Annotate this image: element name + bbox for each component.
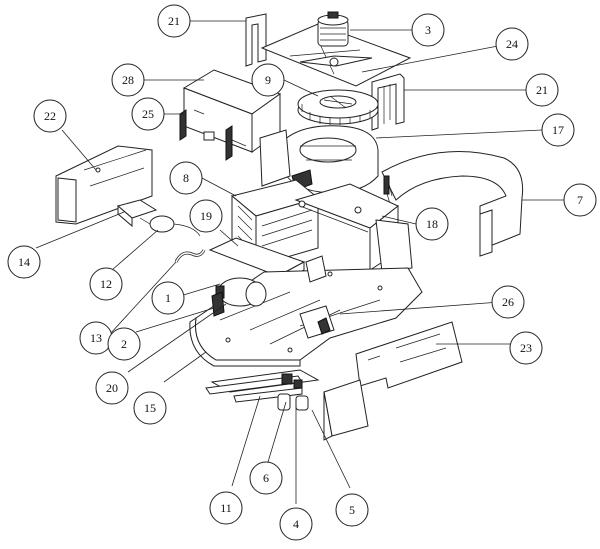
control-box xyxy=(179,69,282,161)
evaporator-coil xyxy=(230,179,320,268)
callout-label: 11 xyxy=(220,501,232,515)
callout-12: 12 xyxy=(89,267,123,301)
callout-25: 25 xyxy=(131,97,165,131)
callout-label: 21 xyxy=(536,83,548,97)
coil-frame xyxy=(294,183,413,273)
coupling xyxy=(139,215,201,237)
capacitors xyxy=(277,373,309,411)
callout-label: 24 xyxy=(506,37,518,51)
callout-label: 17 xyxy=(552,123,564,137)
hose xyxy=(174,249,206,263)
callout-18: 18 xyxy=(415,207,449,241)
callout-8: 8 xyxy=(169,161,203,195)
callout-label: 19 xyxy=(200,209,212,223)
callout-3: 3 xyxy=(411,13,445,47)
callout-14: 14 xyxy=(7,245,41,279)
callout-28: 28 xyxy=(111,63,145,97)
callout-label: 4 xyxy=(293,517,299,531)
callout-2: 2 xyxy=(107,327,141,361)
blower-assembly xyxy=(299,255,335,339)
callout-21-top: 21 xyxy=(157,4,191,38)
callout-22: 22 xyxy=(33,99,67,133)
callout-label: 25 xyxy=(142,107,154,121)
motor xyxy=(317,11,349,47)
callout-26: 26 xyxy=(491,285,525,319)
callout-11: 11 xyxy=(209,491,243,525)
callout-label: 23 xyxy=(520,341,532,355)
callout-23: 23 xyxy=(509,331,543,365)
callout-label: 20 xyxy=(106,381,118,395)
callout-label: 14 xyxy=(18,255,30,269)
callout-5: 5 xyxy=(335,493,369,527)
top-support-assembly xyxy=(245,11,412,87)
callout-6: 6 xyxy=(249,461,283,495)
callout-label: 21 xyxy=(168,14,180,28)
right-access-panel xyxy=(323,321,463,441)
callout-1: 1 xyxy=(151,281,185,315)
blower-wheel xyxy=(297,89,379,125)
callout-21-right: 21 xyxy=(525,73,559,107)
callout-label: 1 xyxy=(165,291,171,305)
side-bracket xyxy=(116,199,158,228)
leader-lines xyxy=(35,20,564,504)
callout-label: 2 xyxy=(121,337,127,351)
callout-label: 28 xyxy=(122,73,134,87)
callout-20: 20 xyxy=(95,371,129,405)
callout-24: 24 xyxy=(495,27,529,61)
callout-15: 15 xyxy=(133,391,167,425)
callout-label: 8 xyxy=(183,171,189,185)
callout-label: 15 xyxy=(144,401,156,415)
blower-housing xyxy=(259,125,379,194)
right-bracket xyxy=(371,73,405,131)
callout-17: 17 xyxy=(541,113,575,147)
curved-panel xyxy=(381,151,524,257)
callout-9: 9 xyxy=(251,63,285,97)
callout-label: 6 xyxy=(263,471,269,485)
callout-13: 13 xyxy=(79,321,113,355)
callout-4: 4 xyxy=(279,507,313,541)
callout-label: 18 xyxy=(426,217,438,231)
callout-label: 7 xyxy=(577,193,583,207)
callout-7: 7 xyxy=(563,183,597,217)
callout-label: 5 xyxy=(349,503,355,517)
callout-label: 12 xyxy=(100,277,112,291)
callout-label: 3 xyxy=(425,23,431,37)
callout-19: 19 xyxy=(189,199,223,233)
bracket-2 xyxy=(211,291,225,317)
callout-label: 9 xyxy=(265,73,271,87)
callout-label: 13 xyxy=(90,331,102,345)
callout-label: 26 xyxy=(502,295,514,309)
callout-label: 22 xyxy=(44,109,56,123)
base-motor xyxy=(215,277,267,307)
